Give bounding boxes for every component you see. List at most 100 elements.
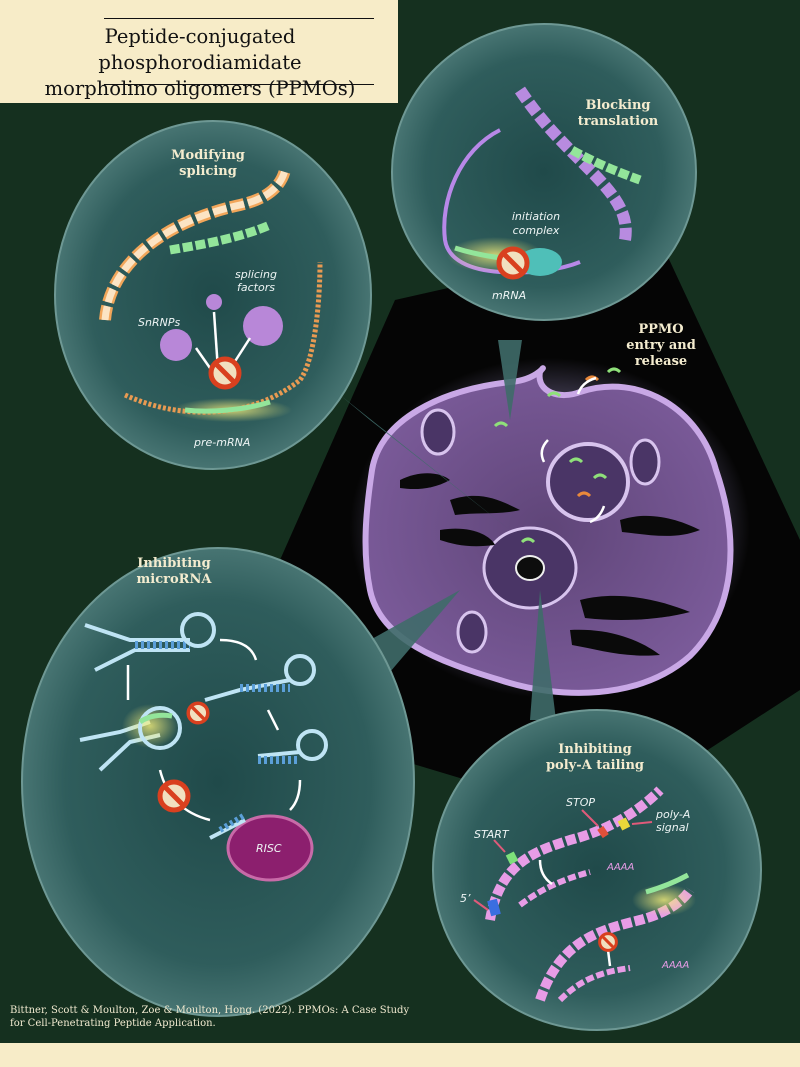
- title-line-2: morpholino oligomers (PPMOs): [44, 77, 356, 100]
- five-prime-label: 5’: [460, 892, 471, 905]
- start-label: START: [474, 828, 509, 841]
- footer-bar: [0, 1043, 800, 1067]
- splicing-factors-label: splicing factors: [226, 268, 286, 294]
- entry-line-3: release: [634, 354, 688, 369]
- polya-signal-site: [617, 817, 631, 831]
- citation-line-2: for Cell-Penetrating Peptide Application…: [10, 1017, 216, 1029]
- mirna-hairpin: [94, 648, 190, 672]
- mitochondrion: [420, 408, 456, 456]
- er-fragment: [620, 515, 700, 536]
- nucleolus: [515, 555, 545, 581]
- no-symbol-icon: [499, 249, 527, 277]
- polya-bubble: [432, 709, 762, 1031]
- microrna-heading-line-1: Inhibiting: [137, 556, 211, 571]
- mirna-fragment: [209, 818, 246, 840]
- initiation-complex: [518, 248, 562, 276]
- polya-signal-line-1: poly-A: [656, 808, 691, 821]
- mirna-loop: [296, 729, 328, 761]
- snrnps-label: SnRNPs: [138, 316, 181, 329]
- polya-signal-line-2: signal: [656, 821, 689, 834]
- risc-complex: [226, 814, 314, 882]
- ppmo-strand: [584, 375, 600, 382]
- arrow-icon: [266, 709, 280, 731]
- polya-heading-line-1: Inhibiting: [558, 742, 632, 757]
- start-codon: [505, 851, 519, 865]
- arrow-icon: [606, 949, 612, 967]
- initiation-line-2: complex: [512, 224, 560, 237]
- pre-mrna-label: pre-mRNA: [194, 436, 251, 449]
- microrna-heading-line-2: microRNA: [136, 572, 212, 587]
- pointer-polya: [530, 590, 556, 720]
- initiation-line-1: initiation: [511, 210, 561, 223]
- citation-line-1: Bittner, Scott & Moulton, Zoe & Moulton,…: [10, 1005, 410, 1016]
- polya-signal-label: poly-A signal: [656, 808, 690, 834]
- no-symbol-icon: [598, 932, 618, 952]
- er-fragment: [570, 629, 660, 656]
- arrow-icon: [289, 779, 302, 811]
- ppmo-strand: [184, 399, 271, 414]
- title-rule-top: [104, 18, 374, 19]
- arrow-icon: [219, 638, 258, 661]
- endosome: [546, 442, 630, 522]
- ppmo-strand: [520, 537, 536, 544]
- ppmo-strand: [493, 421, 509, 428]
- splicing-factor-particle: [206, 294, 222, 310]
- splicing-factors-line-2: factors: [237, 281, 275, 294]
- mrna-label: mRNA: [492, 289, 527, 302]
- ppmo-strand: [592, 473, 608, 480]
- mirna-loop: [284, 654, 316, 686]
- translation-heading-line-1: Blocking: [585, 98, 651, 113]
- ppmo-strand: [138, 712, 173, 725]
- pointer-arrow: [581, 809, 599, 827]
- glow: [632, 884, 696, 916]
- poly-a-tail-label: AAAA: [607, 862, 635, 873]
- arrow-icon: [540, 439, 549, 463]
- pointer-microrna: [370, 590, 460, 672]
- mirna-hairpin: [257, 750, 301, 758]
- citation: Bittner, Scott & Moulton, Zoe & Moulton,…: [10, 1005, 440, 1030]
- pointer-splicing: [340, 395, 510, 530]
- pointer-translation: [498, 340, 522, 420]
- mirna-fragment: [218, 812, 247, 833]
- title-rule-bottom: [104, 84, 374, 85]
- er-fragment: [400, 473, 450, 490]
- rna-strand-icon: [518, 869, 591, 908]
- rna-strand-icon: [557, 965, 631, 1003]
- arrow-icon: [576, 376, 597, 395]
- rna-strand-inner: [101, 168, 289, 321]
- mitochondrion: [629, 438, 661, 486]
- rna-strand-icon: [485, 786, 664, 921]
- polya-heading: Inhibiting poly-A tailing: [534, 742, 656, 774]
- splicing-heading: Modifying splicing: [148, 148, 268, 180]
- ppmo-strand: [169, 220, 272, 255]
- entry-line-2: entry and: [626, 338, 696, 353]
- ppmo-strand: [576, 491, 592, 498]
- rna-strand-icon: [515, 86, 632, 241]
- entry-heading: PPMO entry and release: [616, 322, 706, 370]
- translation-heading-line-2: translation: [577, 114, 659, 129]
- initiation-complex-label: initiation complex: [498, 210, 574, 238]
- ppmo-strand: [645, 872, 690, 895]
- splicing-heading-line-2: splicing: [179, 164, 237, 179]
- risc-label: RISC: [256, 842, 282, 855]
- poly-a-tail-label: AAAA: [662, 960, 690, 971]
- microrna-bubble: [21, 547, 415, 1017]
- splicing-heading-line-1: Modifying: [171, 148, 245, 163]
- er-fragment: [440, 528, 495, 547]
- title-box: Peptide-conjugated phosphorodiamidate mo…: [0, 0, 398, 103]
- pointer-arrow: [493, 839, 506, 853]
- pointer-arrow: [473, 899, 489, 911]
- ppmo-strand: [568, 457, 584, 464]
- splicing-factor-particle: [243, 306, 283, 346]
- mitochondrion: [456, 610, 488, 654]
- arrow-icon: [194, 347, 212, 369]
- translation-heading: Blocking translation: [560, 98, 676, 130]
- no-symbol-icon: [160, 782, 188, 810]
- five-prime-cap: [487, 898, 501, 917]
- no-symbol-icon: [186, 701, 210, 725]
- arrow-icon: [589, 505, 606, 524]
- microrna-heading: Inhibiting microRNA: [122, 556, 226, 588]
- snrnp-particle: [160, 329, 192, 361]
- entry-line-1: PPMO: [638, 322, 684, 337]
